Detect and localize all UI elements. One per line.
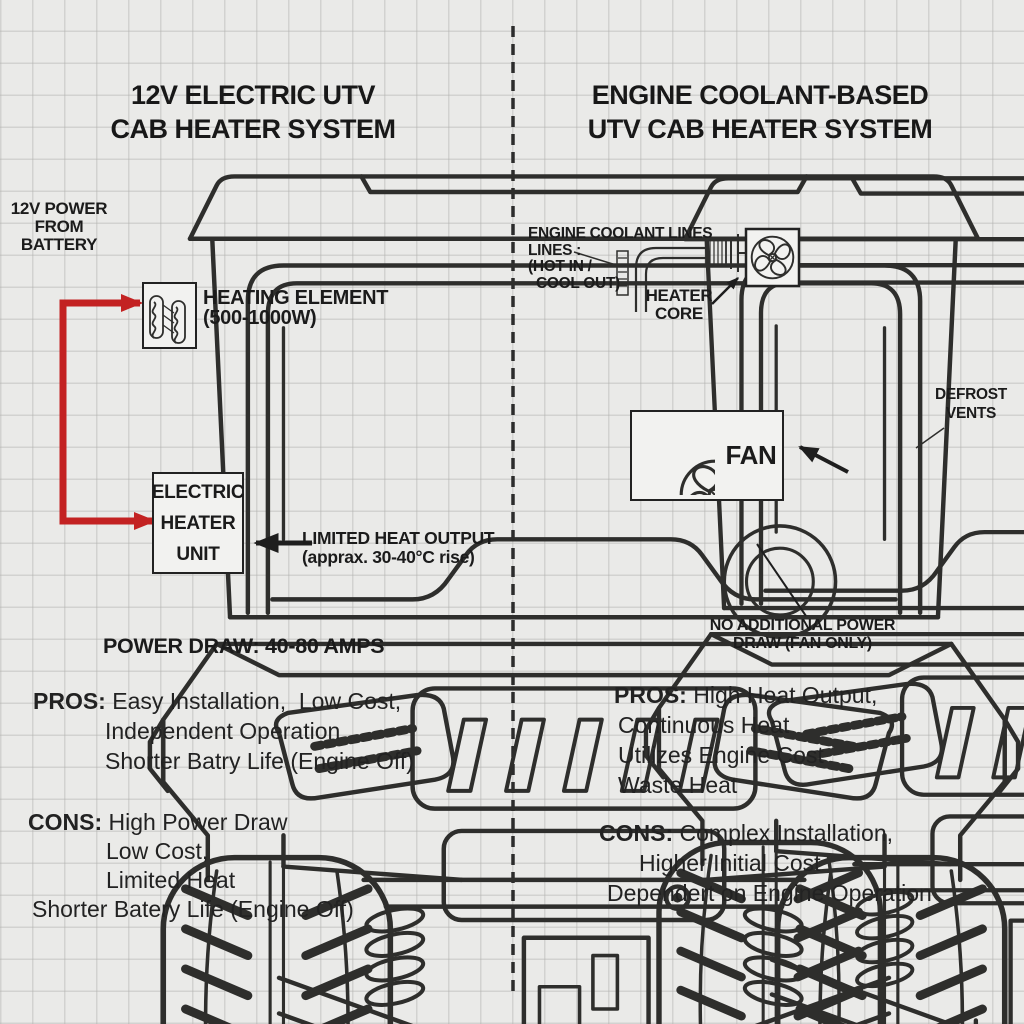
heating-element-label-line1: HEATING ELEMENT bbox=[203, 287, 389, 309]
right-pros-line2: Continuous Heat bbox=[618, 712, 790, 738]
left-cons-block: CONS: High Power Draw Low Cost, Limited … bbox=[28, 808, 354, 924]
coolant-label-line3: (HOT IN / bbox=[528, 258, 592, 275]
heater-core-arrow bbox=[711, 277, 739, 305]
battery-label-line2: FROM BATTERY bbox=[20, 217, 98, 254]
battery-label-line1: 12V POWER bbox=[10, 199, 108, 218]
left-cons-line2: Low Cost, bbox=[106, 838, 209, 864]
right-pros-line4: Waste Heat bbox=[618, 772, 738, 798]
left-pros-block: PROS: Easy Installation, Low Cost, Indep… bbox=[33, 686, 414, 776]
no-power-line2: DRAW (FAN ONLY) bbox=[733, 635, 872, 652]
defrost-label-line1: DEFROST bbox=[935, 386, 1007, 403]
heater-core-label-line2: CORE bbox=[655, 304, 703, 323]
left-cons-line4: Shorter Batery Life (Engine Off) bbox=[32, 896, 354, 922]
right-pros-line1: High Heat Output, bbox=[693, 682, 878, 708]
right-title-line2: UTV CAB HEATER SYSTEM bbox=[587, 114, 933, 144]
coolant-label-line2: LINES : bbox=[528, 241, 582, 259]
battery-power-arrow bbox=[59, 294, 157, 530]
limited-heat-line1: LIMITED HEAT OUTPUT bbox=[302, 528, 495, 548]
left-cons-label: CONS: bbox=[28, 809, 103, 835]
left-cons-line1: High Power Draw bbox=[108, 809, 288, 835]
heater-core-icon bbox=[744, 227, 801, 288]
electric-heater-unit-box: ELECTRIC HEATER UNIT bbox=[151, 472, 245, 574]
heater-unit-line1: ELECTRIC bbox=[151, 481, 245, 503]
left-title-line1: 12V ELECTRIC UTV bbox=[130, 80, 376, 110]
left-title-line2: CAB HEATER SYSTEM bbox=[110, 114, 396, 144]
limited-heat-line2: (apprax. 30-40°C rise) bbox=[302, 546, 475, 567]
left-cons-line3: Limited Heat bbox=[106, 867, 236, 893]
coolant-label-line4: COOL OUT) bbox=[536, 274, 620, 292]
left-pros-line3: Shorter Batry Life (Engine Off) bbox=[105, 748, 414, 774]
fan-box: FAN bbox=[630, 410, 784, 501]
defrost-label-line2: VENTS bbox=[945, 405, 997, 422]
power-draw-label: POWER DRAW: 40-80 AMPS bbox=[103, 634, 385, 658]
right-title-line1: ENGINE COOLANT-BASED bbox=[591, 80, 929, 110]
coolant-lines-label: ENGINE COOLANT LINES LINES : (HOT IN / C… bbox=[528, 225, 713, 292]
battery-label: 12V POWER FROM BATTERY bbox=[0, 200, 118, 254]
heater-unit-line3: UNIT bbox=[176, 543, 220, 565]
no-power-leader-line bbox=[756, 543, 807, 617]
no-additional-power-label: NO ADDITIONAL POWER DRAW (FAN ONLY) bbox=[700, 617, 905, 653]
right-pros-label: PROS: bbox=[614, 682, 687, 708]
left-title: 12V ELECTRIC UTV CAB HEATER SYSTEM bbox=[88, 78, 418, 146]
left-pros-label: PROS: bbox=[33, 688, 106, 714]
defrost-vents-label: DEFROST VENTS bbox=[928, 385, 1014, 423]
coolant-lines-drawing bbox=[573, 234, 746, 312]
right-cons-line1: Complex Installation, bbox=[679, 820, 894, 846]
heating-element-icon bbox=[142, 282, 197, 349]
right-cons-line3: Dependert on Engine Operation bbox=[607, 880, 932, 906]
coolant-label-line1: ENGINE COOLANT LINES bbox=[528, 225, 713, 242]
heater-core-label: HEATER CORE bbox=[638, 287, 720, 323]
heating-element-label-line2: (500-1000W) bbox=[203, 307, 317, 329]
right-pros-line3: Utilizes Engine Cost bbox=[618, 742, 824, 768]
limited-heat-output-label: LIMITED HEAT OUTPUT (apprax. 30-40°C ris… bbox=[302, 528, 495, 567]
heating-element-label: HEATING ELEMENT (500-1000W) bbox=[203, 288, 388, 328]
fan-label: FAN bbox=[725, 440, 777, 470]
right-title: ENGINE COOLANT-BASED UTV CAB HEATER SYST… bbox=[586, 78, 934, 146]
left-pros-line1: Easy Installation, Low Cost, bbox=[112, 688, 402, 714]
right-pros-block: PROS: High Heat Output, Continuous Heat … bbox=[614, 680, 877, 800]
no-power-line1: NO ADDITIONAL POWER bbox=[709, 617, 896, 634]
right-cons-block: CONS: Complex Installation, Higher Initi… bbox=[599, 818, 932, 908]
defrost-leader-line bbox=[915, 427, 945, 449]
left-pros-line2: Independent Operation bbox=[105, 718, 341, 744]
heater-unit-line2: HEATER bbox=[160, 512, 236, 534]
right-cons-label: CONS: bbox=[599, 820, 674, 846]
heater-core-label-line1: HEATER bbox=[645, 286, 713, 305]
fan-icon bbox=[637, 417, 715, 495]
fan-arrow bbox=[798, 445, 849, 474]
right-cons-line2: Higher Initial Cost bbox=[639, 850, 821, 876]
